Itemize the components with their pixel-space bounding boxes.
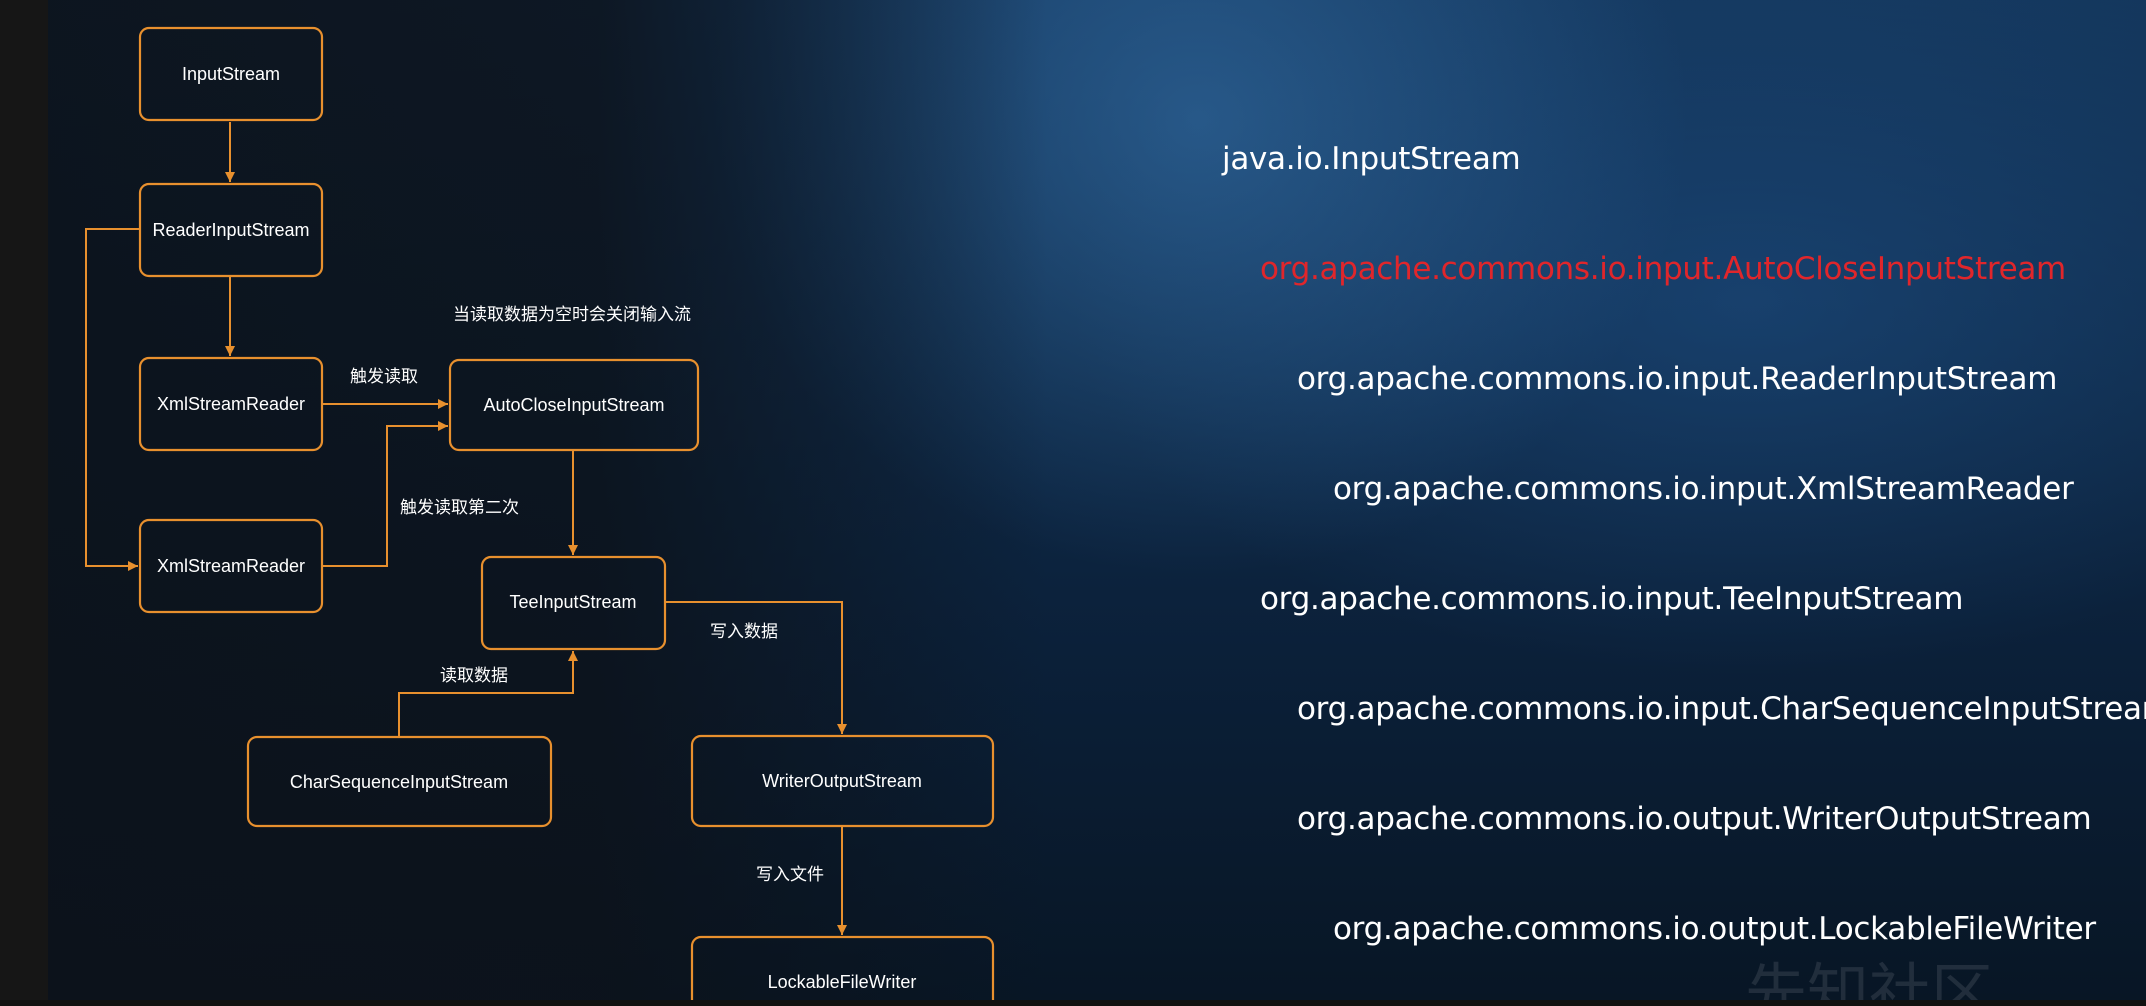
class-line-charsequenceinputstream: org.apache.commons.io.input.CharSequence… (1297, 691, 2146, 727)
node-writeroutputstream: WriterOutputStream (690, 734, 995, 828)
edge-label-close-on-empty: 当读取数据为空时会关闭输入流 (453, 305, 691, 325)
node-teeinputstream: TeeInputStream (480, 555, 667, 651)
class-line-readerinputstream: org.apache.commons.io.input.ReaderInputS… (1297, 361, 2058, 397)
edge-label-write-file: 写入文件 (756, 865, 824, 885)
node-label: InputStream (182, 64, 280, 84)
node-label: TeeInputStream (509, 592, 636, 612)
class-line-inputstream: java.io.InputStream (1222, 141, 1521, 177)
node-label: LockableFileWriter (768, 972, 917, 992)
edge-readerinputstream-to-xmlstreamreader-2 (85, 228, 140, 571)
edge-label-read-data: 读取数据 (440, 666, 508, 686)
node-label: CharSequenceInputStream (290, 772, 508, 792)
edge-label-trigger-read-second: 触发读取第二次 (400, 498, 519, 518)
class-line-lockablefilewriter: org.apache.commons.io.output.LockableFil… (1333, 911, 2096, 947)
class-line-xmlstreamreader: org.apache.commons.io.input.XmlStreamRea… (1333, 471, 2074, 507)
node-xmlstreamreader-2: XmlStreamReader (138, 518, 324, 614)
diagram-backdrop (48, 0, 1048, 1000)
edge-xmlstreamreader-2-to-autoclose (322, 421, 448, 567)
edge-charsequence-to-tee (398, 651, 578, 737)
node-label: XmlStreamReader (157, 394, 305, 414)
class-line-writeroutputstream: org.apache.commons.io.output.WriterOutpu… (1297, 801, 2092, 837)
class-line-autocloseinputstream: org.apache.commons.io.input.AutoCloseInp… (1260, 251, 2066, 287)
left-window-edge (0, 0, 48, 1006)
edge-label-trigger-read: 触发读取 (350, 367, 418, 387)
node-label: AutoCloseInputStream (483, 395, 664, 415)
node-label: ReaderInputStream (152, 220, 309, 240)
edge-tee-to-writeroutputstream (665, 601, 847, 734)
node-readerinputstream: ReaderInputStream (138, 182, 324, 278)
node-xmlstreamreader-1: XmlStreamReader (138, 356, 324, 452)
watermark-logo: 先知社区 (1745, 956, 1994, 1006)
edge-label-write-data: 写入数据 (710, 622, 778, 642)
node-autocloseinputstream: AutoCloseInputStream (448, 358, 700, 452)
node-inputstream: InputStream (138, 26, 324, 122)
class-line-teeinputstream: org.apache.commons.io.input.TeeInputStre… (1260, 581, 1964, 617)
node-lockablefilewriter: LockableFileWriter (690, 935, 995, 1000)
node-charsequenceinputstream: CharSequenceInputStream (246, 735, 553, 828)
node-label: XmlStreamReader (157, 556, 305, 576)
bottom-window-edge (0, 1000, 2146, 1006)
stream-flow-diagram: InputStream ReaderInputStream XmlStreamR… (85, 26, 995, 1000)
node-label: WriterOutputStream (762, 771, 922, 791)
